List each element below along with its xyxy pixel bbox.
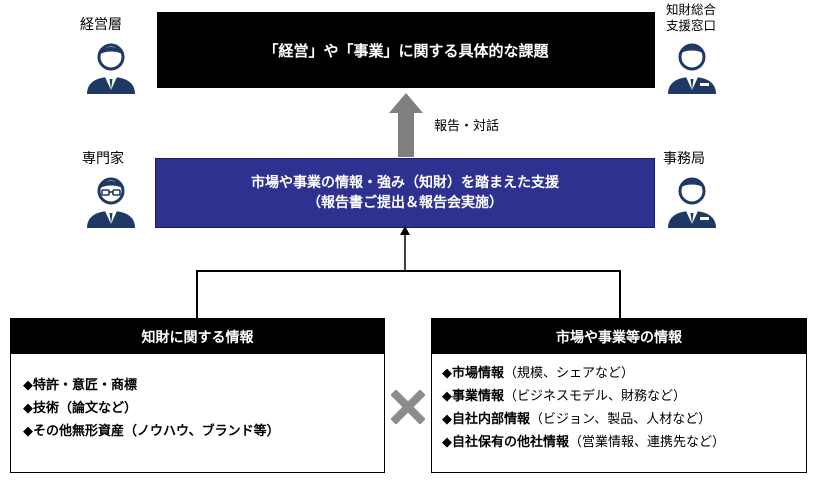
label-ip-support-window-line1: 知財総合	[665, 2, 716, 17]
support-box: 市場や事業の情報・強み（知財）を踏まえた支援 （報告書ご提出＆報告会実施）	[155, 158, 655, 228]
market-info-panel: 市場や事業等の情報 ◆市場情報（規模、シェアなど） ◆事業情報（ビジネスモデル、…	[431, 318, 807, 473]
management-issue-text: 「経営」や「事業」に関する具体的な課題	[263, 41, 549, 60]
secretariat-staff-icon	[668, 177, 716, 228]
support-box-line1: 市場や事業の情報・強み（知財）を踏まえた支援	[251, 175, 559, 191]
ip-info-list: ◆特許・意匠・商標 ◆技術（論文など） ◆その他無形資産（ノウハウ、ブランド等）	[11, 354, 384, 443]
label-ip-support-window: 知財総合 支援窓口	[660, 2, 722, 34]
market-info-title: 市場や事業等の情報	[432, 319, 806, 354]
report-dialogue-arrow-icon	[389, 93, 423, 157]
ip-info-item: ◆その他無形資産（ノウハウ、ブランド等）	[23, 424, 280, 439]
label-management: 経営層	[80, 17, 122, 33]
market-info-item: ◆自社内部情報（ビジョン、製品、人材など）	[442, 412, 712, 427]
support-box-line2: （報告書ご提出＆報告会実施）	[307, 195, 503, 211]
businessman-icon	[87, 43, 135, 94]
cross-multiply-icon	[391, 390, 425, 424]
label-secretariat: 事務局	[663, 151, 705, 167]
expert-with-glasses-icon	[87, 177, 135, 228]
connector-horizontal-line	[196, 270, 620, 272]
ip-info-item: ◆技術（論文など）	[23, 401, 137, 416]
market-info-item: ◆自社保有の他社情報（営業情報、連携先など）	[442, 435, 726, 450]
arrow-label: 報告・対話	[434, 119, 500, 134]
ip-info-item: ◆特許・意匠・商標	[23, 378, 137, 393]
ip-info-title: 知財に関する情報	[11, 319, 384, 354]
connector-left-line	[196, 270, 198, 318]
connector-arrowhead-icon	[400, 226, 410, 271]
market-info-list: ◆市場情報（規模、シェアなど） ◆事業情報（ビジネスモデル、財務など） ◆自社内…	[432, 354, 806, 454]
ip-info-panel: 知財に関する情報 ◆特許・意匠・商標 ◆技術（論文など） ◆その他無形資産（ノウ…	[10, 318, 385, 473]
market-info-item: ◆市場情報（規模、シェアなど）	[442, 366, 635, 381]
staff-with-badge-icon	[668, 43, 716, 94]
label-expert: 専門家	[82, 151, 124, 167]
market-info-item: ◆事業情報（ビジネスモデル、財務など）	[442, 389, 687, 404]
connector-right-line	[619, 270, 621, 318]
label-ip-support-window-line2: 支援窓口	[665, 18, 716, 33]
management-issue-box: 「経営」や「事業」に関する具体的な課題	[157, 12, 655, 88]
